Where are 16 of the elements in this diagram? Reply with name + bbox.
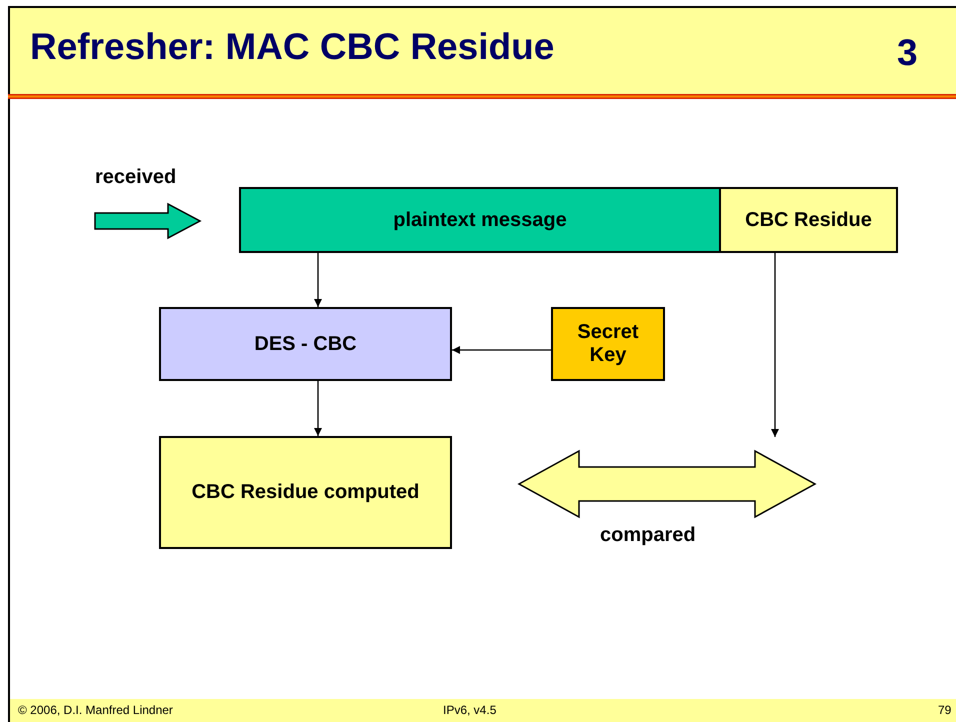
footer-text: © 2006, D.I. Manfred Lindner	[18, 703, 173, 717]
footer-text: IPv6, v4.5	[443, 703, 496, 717]
arrow	[771, 253, 779, 437]
arrow	[314, 381, 322, 436]
arrow-label: compared	[600, 524, 696, 547]
arrow	[314, 253, 322, 307]
process-box: DES - CBC	[159, 307, 452, 381]
arrow-label: received	[95, 166, 176, 189]
message-box: plaintext message	[239, 187, 721, 253]
residue-box: CBC Residue	[719, 187, 898, 253]
slide-title: Refresher: MAC CBC Residue	[30, 26, 554, 68]
key-box: Secret Key	[551, 307, 665, 381]
arrow	[452, 346, 551, 354]
result-box: CBC Residue computed	[159, 436, 452, 549]
slide-number: 3	[897, 32, 918, 74]
page-number: 79	[938, 703, 952, 717]
